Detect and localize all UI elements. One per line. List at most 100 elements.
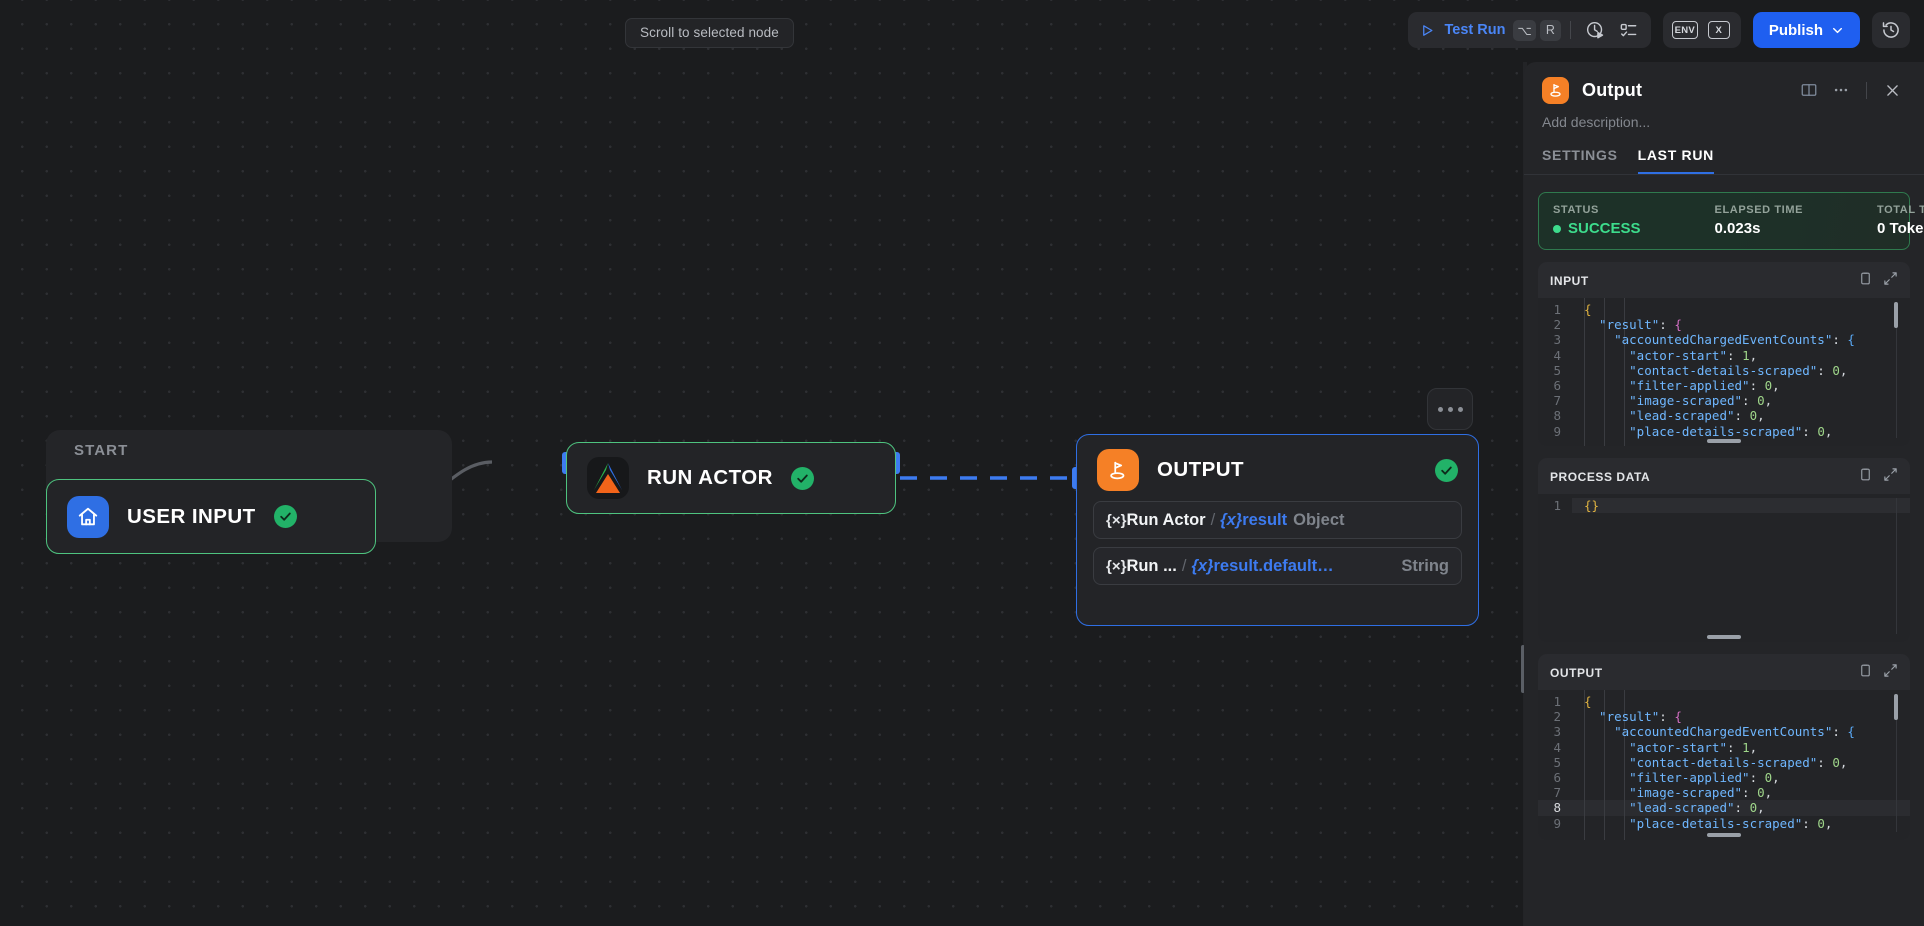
output-field-type: Object (1293, 511, 1344, 530)
code-block-body[interactable]: 1 {} (1538, 494, 1910, 642)
output-field-source: Run ... (1126, 557, 1176, 576)
output-flag-icon (1097, 449, 1139, 491)
code-text: { (1584, 302, 1592, 317)
version-history-button[interactable] (1872, 12, 1910, 48)
tokens-column: TOTAL TOKENS 0 Tokens (1877, 204, 1924, 237)
code-line: 6 "filter-applied": 0, (1538, 770, 1910, 785)
code-scrollbar-vertical[interactable] (1894, 694, 1898, 720)
output-field-type: String (1391, 557, 1449, 576)
code-block-body[interactable]: 1{ 2 "result": { 3 "accountedChargedEven… (1538, 690, 1910, 840)
test-run-button[interactable]: Test Run (1415, 22, 1509, 38)
variable-brace-icon: {x} (1191, 557, 1213, 576)
env-badge-label: ENV (1672, 21, 1698, 39)
code-vertical-rule (1896, 498, 1897, 634)
env-variables-button[interactable]: ENV (1670, 15, 1700, 45)
status-column: STATUS SUCCESS (1553, 204, 1641, 237)
output-flag-icon (1542, 77, 1569, 104)
status-badge-success (274, 505, 297, 528)
status-dot-icon (1553, 225, 1561, 233)
output-field-separator: / (1206, 511, 1221, 530)
output-side-panel: Output Add description... SETTINGS LAS (1524, 62, 1924, 926)
code-scrollbar-horizontal[interactable] (1707, 833, 1741, 837)
code-line: 2 "result": { (1538, 709, 1910, 724)
status-badge-success (791, 467, 814, 490)
description-input[interactable]: Add description... (1524, 104, 1924, 130)
expand-icon[interactable] (1883, 271, 1898, 291)
tab-settings[interactable]: SETTINGS (1542, 147, 1618, 174)
panel-title: Output (1582, 80, 1642, 101)
canvas-more-menu-button[interactable] (1427, 388, 1473, 430)
code-line: 9 "place-details-scraped": 0, (1538, 424, 1910, 439)
publish-label: Publish (1769, 22, 1823, 39)
code-scrollbar-horizontal[interactable] (1707, 635, 1741, 639)
line-number: 4 (1538, 348, 1572, 363)
code-line: 8 "lead-scraped": 0, (1538, 408, 1910, 423)
variable-brace-icon: {×} (1106, 512, 1126, 529)
code-line: 4 "actor-start": 1, (1538, 740, 1910, 755)
tab-last-run[interactable]: LAST RUN (1638, 147, 1714, 174)
code-scrollbar-horizontal[interactable] (1707, 439, 1741, 443)
node-output[interactable]: OUTPUT {×} Run Actor / {x} result Object… (1076, 434, 1479, 626)
ellipsis-dot (1448, 407, 1453, 412)
code-line: 3 "accountedChargedEventCounts": { (1538, 724, 1910, 739)
copy-icon[interactable] (1858, 663, 1873, 683)
code-line: 3 "accountedChargedEventCounts": { (1538, 332, 1910, 347)
code-scrollbar-vertical[interactable] (1894, 302, 1898, 328)
line-number: 1 (1538, 498, 1572, 513)
code-block-body[interactable]: 1{ 2 "result": { 3 "accountedChargedEven… (1538, 298, 1910, 446)
code-block-actions (1858, 467, 1898, 487)
close-icon[interactable] (1878, 76, 1906, 104)
env-group: ENV X (1663, 12, 1741, 48)
copy-icon[interactable] (1858, 271, 1873, 291)
start-group-label: START (74, 442, 128, 459)
x-badge-label: X (1708, 21, 1730, 39)
node-title: RUN ACTOR (647, 466, 773, 490)
line-number: 2 (1538, 317, 1572, 332)
copy-icon[interactable] (1858, 467, 1873, 487)
play-icon (1420, 23, 1435, 38)
code-block-process-data: PROCESS DATA 1{} (1538, 458, 1910, 642)
code-line: 4 "actor-start": 1, (1538, 348, 1910, 363)
code-block-actions (1858, 271, 1898, 291)
line-number: 4 (1538, 740, 1572, 755)
test-run-group: Test Run ⌥ R (1408, 12, 1650, 48)
shortcut-alt-key: ⌥ (1513, 20, 1535, 41)
output-field-list: {×} Run Actor / {x} result Object {×} Ru… (1077, 491, 1478, 585)
x-variables-button[interactable]: X (1704, 15, 1734, 45)
expand-icon[interactable] (1883, 663, 1898, 683)
header-divider (1866, 82, 1867, 99)
book-open-icon[interactable] (1795, 76, 1823, 104)
panel-tabs: SETTINGS LAST RUN (1524, 130, 1924, 175)
publish-button[interactable]: Publish (1753, 12, 1860, 48)
code-line: 1{ (1538, 694, 1910, 709)
output-field-path: result.default… (1213, 557, 1333, 576)
output-field-row[interactable]: {×} Run ... / {x} result.default… String (1093, 547, 1462, 585)
status-text: SUCCESS (1568, 220, 1641, 237)
elapsed-label: ELAPSED TIME (1715, 204, 1804, 216)
output-field-path: result (1242, 511, 1287, 530)
variable-brace-icon: {×} (1106, 558, 1126, 575)
status-value: SUCCESS (1553, 220, 1641, 237)
variable-brace-icon: {x} (1220, 511, 1242, 530)
ellipsis-horizontal-icon[interactable] (1827, 76, 1855, 104)
output-field-separator: / (1177, 557, 1192, 576)
node-run-actor[interactable]: RUN ACTOR (566, 442, 896, 514)
code-text: {} (1584, 498, 1599, 513)
panel-header-actions (1795, 76, 1906, 104)
workflow-canvas[interactable]: Scroll to selected node START USER INPUT (0, 0, 1527, 926)
clock-play-icon[interactable] (1580, 15, 1610, 45)
node-user-input[interactable]: USER INPUT (46, 479, 376, 554)
code-block-title: INPUT (1550, 274, 1589, 288)
scroll-to-selected-node-button[interactable]: Scroll to selected node (625, 18, 794, 48)
chevron-down-icon (1831, 24, 1844, 37)
output-field-row[interactable]: {×} Run Actor / {x} result Object (1093, 501, 1462, 539)
code-block-header: OUTPUT (1538, 654, 1910, 690)
home-icon (67, 496, 109, 538)
ellipsis-dot (1438, 407, 1443, 412)
output-field-source: Run Actor (1126, 511, 1205, 530)
checklist-icon[interactable] (1614, 15, 1644, 45)
line-number: 3 (1538, 724, 1572, 739)
expand-icon[interactable] (1883, 467, 1898, 487)
code-line: 5 "contact-details-scraped": 0, (1538, 363, 1910, 378)
tokens-label: TOTAL TOKENS (1877, 204, 1924, 216)
